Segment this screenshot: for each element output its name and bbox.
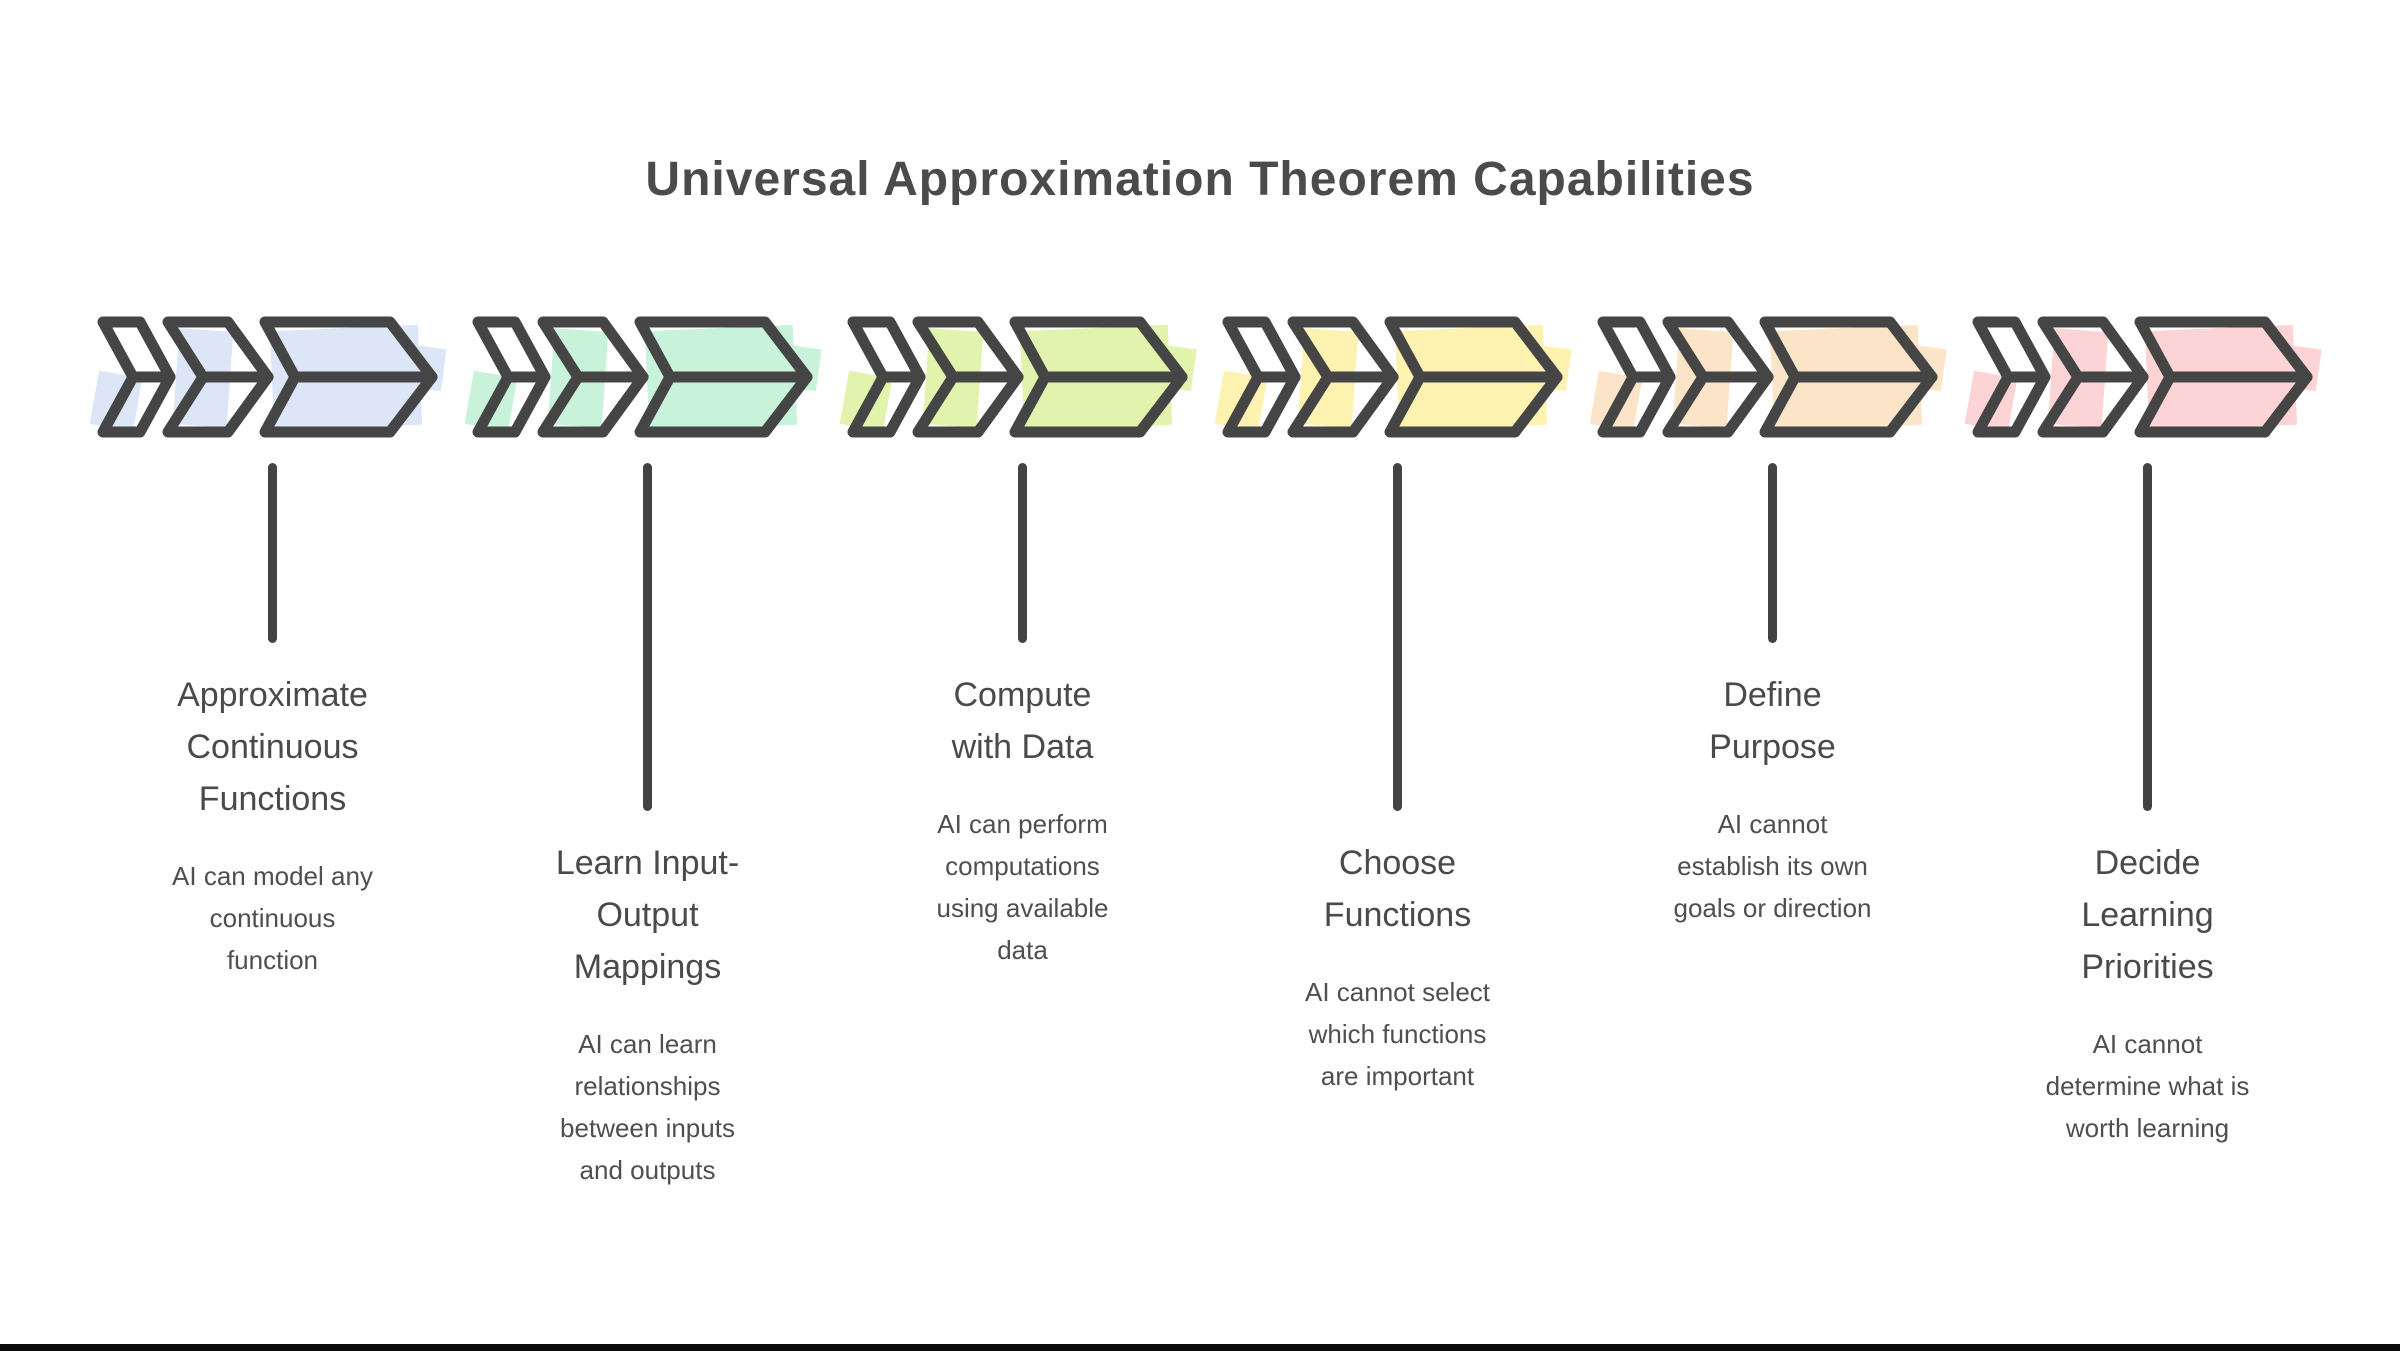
item-description: AI cannot determine what is worth learni… [2045,1029,2250,1143]
connector-line [1393,463,1402,811]
item-title: Decide Learning Priorities [2081,844,2214,986]
item-title: Choose Functions [1323,844,1472,934]
chevron-arrow-icon [1589,316,1947,443]
capability-item: Learn Input- Output Mappings AI can lear… [464,316,822,1191]
capability-groups: Approximate Continuous Functions AI can … [89,316,2322,1191]
connector-line [1768,463,1777,643]
chevron-arrow-icon [839,316,1197,443]
connector-line [643,463,652,811]
connector-line [1018,463,1027,643]
diagram-title: Universal Approximation Theorem Capabili… [645,153,1755,206]
connector-line [2143,463,2152,811]
item-description: AI cannot establish its own goals or dir… [1673,809,1872,923]
item-title: Compute with Data [951,676,1094,766]
capability-item: Compute with Data AI can perform computa… [839,316,1197,1191]
capability-item: Choose Functions AI cannot select which … [1214,316,1572,1191]
capability-item: Approximate Continuous Functions AI can … [89,316,447,1191]
item-title: Define Purpose [1709,676,1836,766]
item-title: Learn Input- Output Mappings [555,844,740,986]
item-title: Approximate Continuous Functions [177,676,368,818]
bottom-border-bar [0,1344,2400,1351]
chevron-arrow-icon [464,316,822,443]
item-description: AI cannot select which functions are imp… [1305,977,1490,1091]
item-description: AI can learn relationships between input… [560,1029,735,1185]
capability-item: Define Purpose AI cannot establish its o… [1589,316,1947,1191]
chevron-arrow-icon [1964,316,2322,443]
chevron-arrow-icon [1214,316,1572,443]
item-description: AI can perform computations using availa… [936,809,1109,965]
capability-item: Decide Learning Priorities AI cannot det… [1964,316,2322,1191]
connector-line [268,463,277,643]
item-description: AI can model any continuous function [172,861,373,975]
chevron-arrow-icon [89,316,447,443]
